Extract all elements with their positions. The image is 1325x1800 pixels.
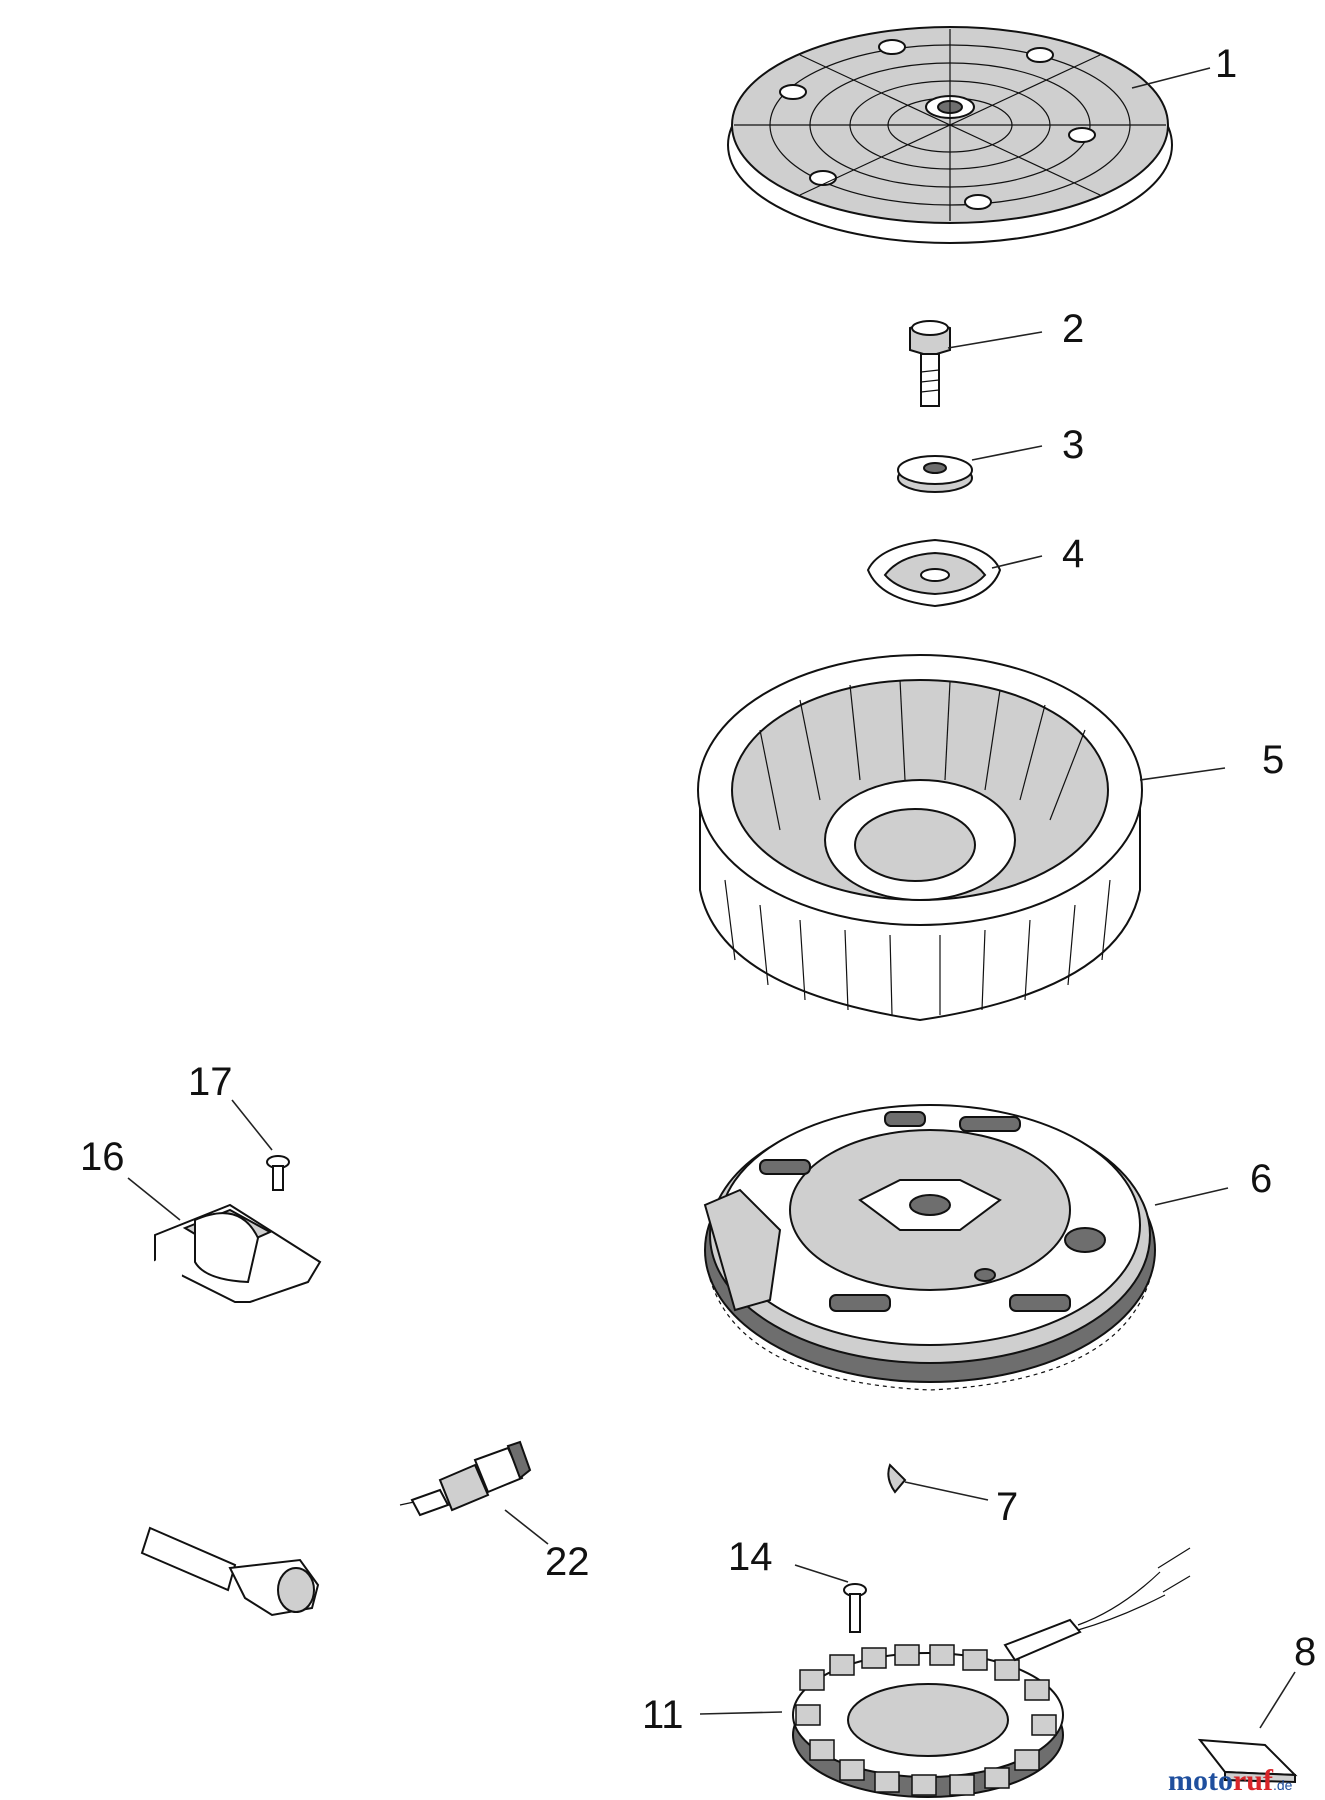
leader-22 (504, 1509, 549, 1545)
part-7-key (887, 1463, 907, 1494)
leader-14 (794, 1564, 849, 1583)
callout-2: 2 (1062, 307, 1084, 351)
watermark-suffix: .de (1273, 1777, 1293, 1793)
part-6-flywheel (703, 1104, 1156, 1391)
part-4-retainer (866, 538, 1002, 608)
watermark-part2: ruf (1233, 1764, 1274, 1797)
watermark-part1: moto (1168, 1764, 1233, 1797)
part-2-bolt (909, 320, 951, 407)
callout-17: 17 (188, 1060, 233, 1104)
part-8-pad (1197, 1738, 1298, 1784)
callout-3: 3 (1062, 423, 1084, 467)
callout-labels: 1 2 3 4 5 6 7 8 11 14 16 17 22 (80, 42, 1316, 1737)
leader-17 (231, 1099, 273, 1151)
callout-11: 11 (642, 1693, 684, 1737)
part-3-washer (897, 455, 973, 493)
part-11-stator (792, 1547, 1191, 1798)
part-14-screw (843, 1583, 867, 1633)
callout-1: 1 (1215, 42, 1237, 86)
leader-2 (947, 331, 1043, 349)
svg-text:motoruf.de: motoruf.de (1168, 1764, 1293, 1797)
leader-4 (991, 555, 1043, 569)
leader-8 (1259, 1671, 1296, 1729)
leader-16 (127, 1177, 181, 1221)
part-22-spark-plug (399, 1440, 532, 1517)
leader-1 (1131, 67, 1211, 89)
callout-16: 16 (80, 1135, 125, 1179)
watermark-logo: motoruf.de (1168, 1764, 1293, 1797)
leader-5 (1139, 767, 1226, 781)
callout-8: 8 (1294, 1630, 1316, 1674)
leader-11 (699, 1711, 783, 1715)
part-17-screw (266, 1155, 290, 1191)
leader-6 (1154, 1187, 1229, 1206)
callout-5: 5 (1262, 738, 1284, 782)
callout-22: 22 (545, 1540, 590, 1584)
leader-7 (904, 1481, 989, 1501)
callout-7: 7 (996, 1485, 1018, 1529)
part-16-ignition-coil (9, 1203, 322, 1617)
callout-14: 14 (728, 1535, 773, 1579)
leader-lines (127, 67, 1296, 1729)
part-5-fan (697, 654, 1143, 1022)
callout-4: 4 (1062, 532, 1084, 576)
callout-6: 6 (1250, 1157, 1272, 1201)
part-1-grass-screen (727, 26, 1173, 244)
leader-3 (971, 445, 1043, 461)
